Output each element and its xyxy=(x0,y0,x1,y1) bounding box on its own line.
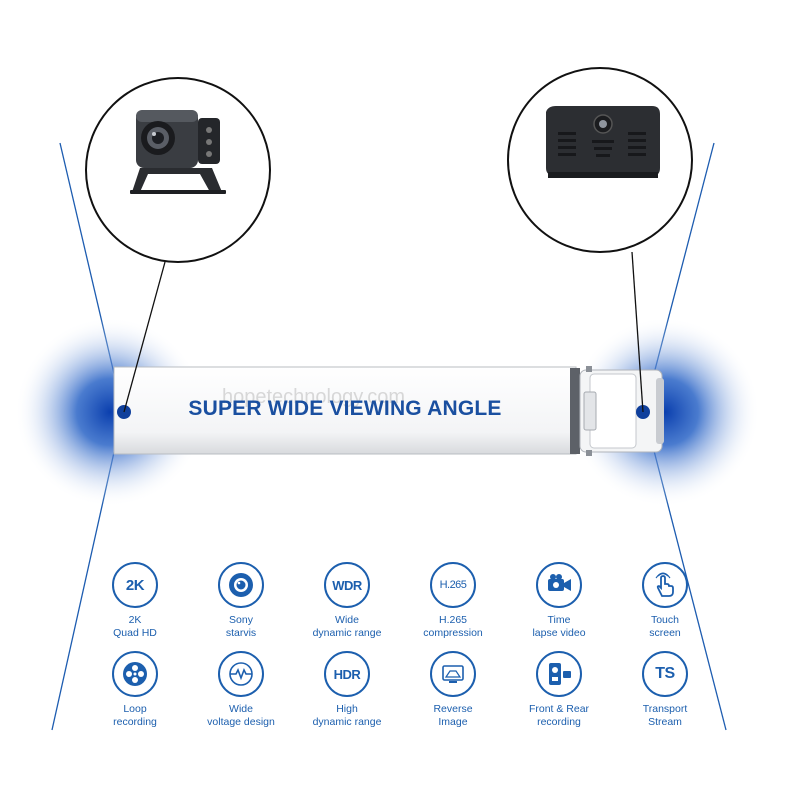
hdr-icon: HDR xyxy=(324,651,370,697)
rear-pointer-line xyxy=(123,261,166,413)
touch-hand-icon xyxy=(642,562,688,608)
front-pointer-line xyxy=(631,251,644,413)
voltage-wave-icon xyxy=(218,651,264,697)
dash-monitor-callout xyxy=(507,67,693,253)
wdr-icon: WDR xyxy=(324,562,370,608)
loop-reel-icon xyxy=(112,651,158,697)
rear-camera-callout xyxy=(85,77,271,263)
headline: SUPER WIDE VIEWING ANGLE xyxy=(188,397,502,420)
rear-camera-icon xyxy=(130,110,226,194)
h265-icon: H.265 xyxy=(430,562,476,608)
right-glow xyxy=(570,317,760,507)
monitor-icon xyxy=(546,106,660,178)
ts-icon: TS xyxy=(642,651,688,697)
watermark-text: hopetechnology.com xyxy=(222,386,406,408)
video-camera-icon xyxy=(536,562,582,608)
dual-camera-icon xyxy=(536,651,582,697)
sensor-icon xyxy=(218,562,264,608)
2k-icon: 2K xyxy=(112,562,158,608)
reverse-screen-icon xyxy=(430,651,476,697)
left-glow xyxy=(15,317,205,507)
